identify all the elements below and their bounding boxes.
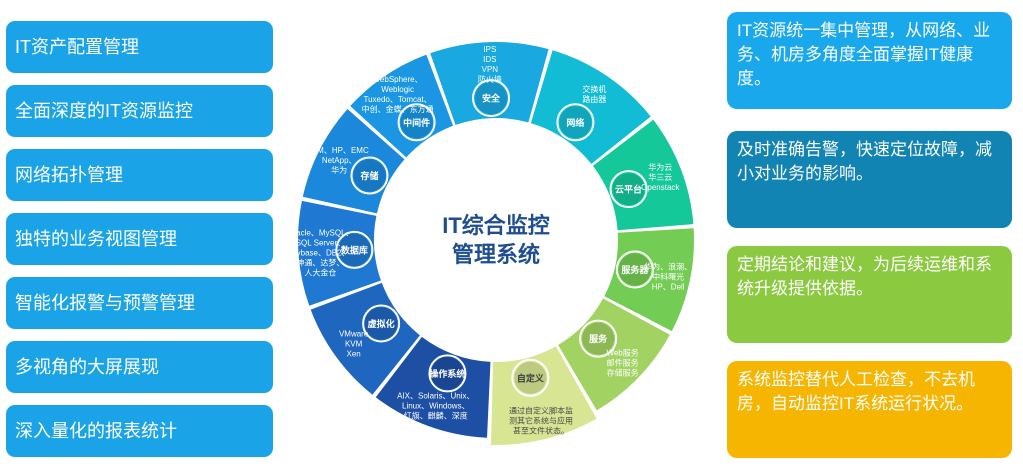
segment-label-9: 存储 [360, 170, 378, 181]
segment-detail-0-1: IDS [483, 55, 496, 64]
segment-detail-10-1: Weblogic [381, 85, 414, 94]
segment-detail-8-1: SQL Server、 [296, 238, 346, 247]
segment-detail-3-1: 中科曙光 [652, 272, 684, 282]
feature-item-alerting: 智能化报警与预警管理 [6, 277, 273, 329]
feature-item-topology: 网络拓扑管理 [6, 149, 273, 201]
segment-badge-shade-10 [400, 106, 433, 139]
segment-detail-5-1: 测其它系统与应用 [509, 415, 573, 425]
segment-detail-9-2: 华为 [331, 165, 347, 175]
wheel-center-disc [376, 120, 616, 360]
segment-detail-7-1: KVM [345, 339, 363, 348]
segment-badge-shade-2 [612, 173, 645, 206]
segment-detail-0-0: IPS [483, 45, 496, 54]
segment-label-10: 中间件 [403, 117, 430, 128]
segment-detail-10-2: Tuxedo、Tomcat、 [363, 95, 431, 104]
segment-detail-9-0: IBM、HP、EMC [310, 146, 369, 155]
segment-badge-10 [397, 103, 436, 142]
benefit-card-automation: 系统监控替代人工检查，不去机房，自动监控IT系统运行状况。 [727, 361, 1012, 458]
segment-detail-2-0: 华为云 [648, 162, 672, 172]
segment-detail-1-0: 交换机 [582, 84, 606, 94]
wheel-segment-1 [530, 50, 651, 164]
center-title-line1: IT综合监控 [442, 213, 550, 238]
feature-item-big-screen: 多视角的大屏展现 [6, 341, 273, 393]
segment-label-2: 云平台 [615, 184, 642, 195]
segment-detail-3-2: HP、Dell [652, 283, 685, 292]
segment-label-0: 安全 [482, 93, 501, 104]
benefit-card-centralized: IT资源统一集中管理，从网络、业务、机房多角度全面掌握IT健康度。 [727, 12, 1012, 109]
feature-item-business-view: 独特的业务视图管理 [6, 213, 273, 265]
benefit-card-reports: 定期结论和建议，为后续运维和系统升级提供依据。 [727, 246, 1012, 343]
segment-detail-7-2: Xen [346, 349, 360, 358]
segment-detail-2-2: Openstack [641, 183, 680, 192]
benefit-card-alerting: 及时准确告警，快速定位故障，减小对业务的影响。 [727, 131, 1012, 228]
segment-detail-7-0: VMware [339, 329, 369, 338]
segment-detail-8-3: 神通、达梦、 [296, 257, 344, 267]
segment-badge-5 [511, 358, 550, 397]
segment-badge-8 [335, 230, 374, 269]
segment-label-3: 服务器 [621, 264, 649, 275]
segment-detail-8-0: Oracle、MySQL、 [287, 228, 353, 237]
segment-label-5: 自定义 [517, 372, 545, 383]
center-title-line2: 管理系统 [452, 242, 540, 267]
segment-label-4: 服务 [589, 333, 608, 344]
segment-detail-4-2: 存储服务 [607, 367, 639, 377]
segment-badge-3 [615, 250, 654, 289]
segment-detail-9-1: NetApp、 [322, 156, 357, 165]
benefit-text-automation: 系统监控替代人工检查，不去机房，自动监控IT系统运行状况。 [737, 370, 975, 413]
segment-badge-shade-8 [338, 233, 371, 266]
segment-detail-3-0: 华为、浪潮、 [644, 262, 692, 272]
feature-item-reports: 深入量化的报表统计 [6, 405, 273, 457]
segment-detail-4-0: Web服务 [606, 347, 638, 357]
segment-badge-4 [579, 319, 618, 358]
segment-detail-0-2: VPN [482, 65, 499, 74]
benefit-text-centralized: IT资源统一集中管理，从网络、业务、机房多角度全面掌握IT健康度。 [737, 21, 991, 88]
segment-detail-8-2: Sybase、DB2、 [291, 248, 349, 257]
segment-detail-6-1: Linux、Windows、 [402, 401, 470, 410]
segment-badge-6 [428, 354, 467, 393]
segment-badge-shade-3 [618, 253, 651, 286]
segment-badge-7 [362, 304, 401, 343]
segment-badge-shade-1 [559, 106, 592, 139]
segment-badge-9 [350, 156, 389, 195]
segment-detail-4-1: 邮件服务 [607, 357, 639, 367]
segment-badge-shade-0 [475, 82, 508, 115]
segment-label-7: 虚拟化 [368, 318, 395, 329]
benefit-text-alerting: 及时准确告警，快速定位故障，减小对业务的影响。 [737, 140, 992, 183]
segment-detail-1-1: 路由器 [582, 94, 606, 104]
segment-label-6: 操作系统 [429, 368, 465, 379]
segment-label-1: 网络 [566, 117, 584, 128]
segment-detail-10-3: 中创、金蝶、东方通 [362, 104, 434, 114]
feature-item-asset-config: IT资产配置管理 [6, 21, 273, 73]
segment-badge-shade-6 [431, 357, 464, 390]
segment-detail-2-1: 华三云 [648, 172, 672, 182]
segment-detail-5-0: 通过自定义脚本监 [509, 405, 573, 415]
segment-detail-10-0: WebSphere、 [373, 75, 423, 84]
segment-label-8: 数据库 [341, 244, 368, 255]
segment-badge-shade-9 [353, 159, 386, 192]
segment-detail-6-0: AIX、Solaris、Unix、 [397, 391, 474, 400]
feature-item-resource-monitor: 全面深度的IT资源监控 [6, 85, 273, 137]
segment-badge-0 [472, 79, 511, 118]
benefit-text-reports: 定期结论和建议，为后续运维和系统升级提供依据。 [737, 255, 992, 298]
segment-badge-shade-7 [365, 307, 398, 340]
segment-detail-5-2: 甚至文件状态。 [513, 425, 569, 435]
segment-badge-1 [556, 103, 595, 142]
segment-detail-8-4: 人大金仓 [304, 267, 336, 277]
segment-badge-shade-5 [514, 361, 547, 394]
segment-detail-6-2: 红旗、麒麟、深度 [404, 410, 468, 420]
segment-detail-0-3: 防火墙 [478, 74, 502, 84]
segment-badge-2 [609, 170, 648, 209]
segment-badge-shade-4 [582, 322, 615, 355]
